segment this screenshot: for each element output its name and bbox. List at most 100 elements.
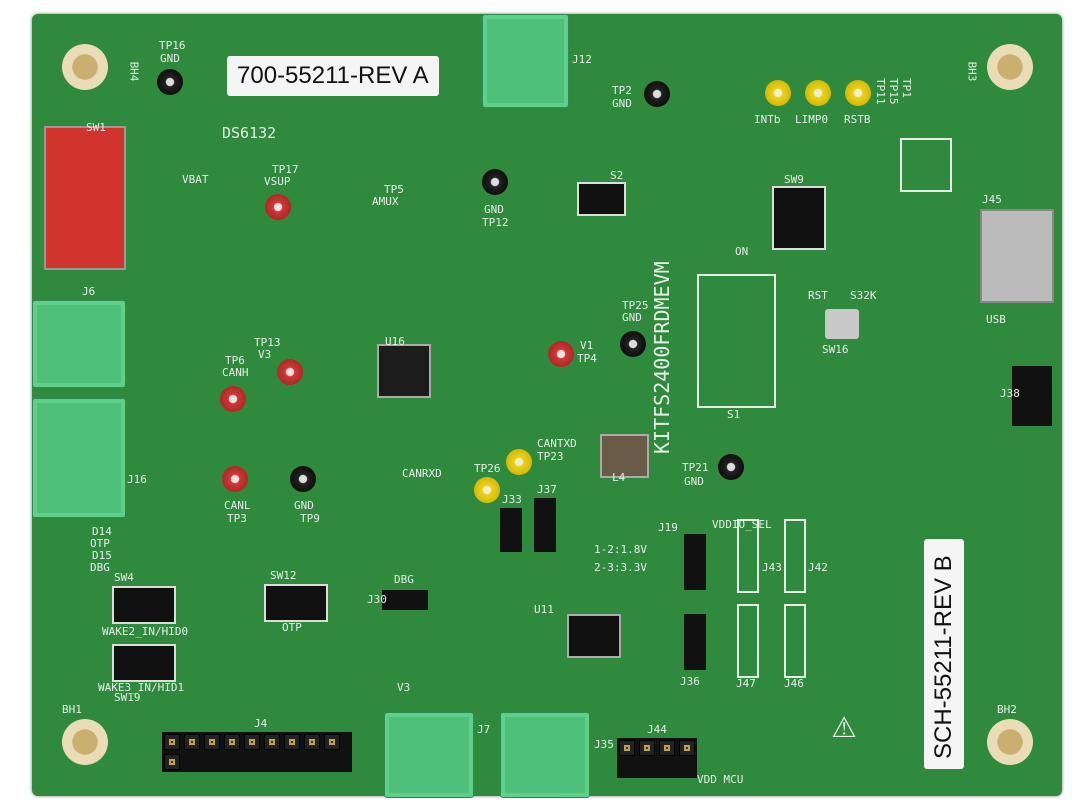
tp9-name: TP9 <box>300 512 320 525</box>
jumper-j37[interactable] <box>534 498 556 552</box>
tp1-label: RSTB <box>844 113 871 126</box>
option-1-label: 1-2:1.8V <box>594 543 647 556</box>
s2-label: S2 <box>610 169 624 182</box>
terminal-j12 <box>482 14 569 108</box>
j45-label: J45 <box>982 193 1002 206</box>
tp16-label: GND <box>160 52 180 65</box>
usb-connector[interactable] <box>980 209 1054 303</box>
d15-label: D15 <box>92 549 112 562</box>
j43-label: J43 <box>762 561 782 574</box>
dbg-led-label: DBG <box>90 561 110 574</box>
tp26-label: CANRXD <box>402 467 442 480</box>
j19-label: J19 <box>658 521 678 534</box>
dip-switch-s2[interactable] <box>577 182 626 216</box>
tp9-label: GND <box>294 499 314 512</box>
tp13-label: V3 <box>258 348 272 361</box>
tp15-label: LIMP0 <box>795 113 829 126</box>
header-j44[interactable] <box>617 738 697 778</box>
dip-switch-sw9[interactable] <box>772 186 826 250</box>
j35-label: J35 <box>594 738 614 751</box>
tp26-name: TP26 <box>474 462 501 475</box>
j4-label: J4 <box>254 717 268 730</box>
usb-label: USB <box>986 313 1006 326</box>
jumper-j19[interactable] <box>684 534 706 590</box>
power-switch-sw1[interactable] <box>44 126 126 270</box>
bh1-label: BH1 <box>62 703 82 716</box>
tp21-label: GND <box>684 475 704 488</box>
test-point-tp1[interactable] <box>845 80 871 106</box>
terminal-j7 <box>384 712 474 798</box>
jumper-j36[interactable] <box>684 614 706 670</box>
part-number: DS6132 <box>222 124 277 142</box>
tp5-name: TP5 <box>384 183 404 196</box>
test-point-tp6[interactable] <box>220 386 246 412</box>
side-label: SCH-55211-REV B <box>924 539 964 769</box>
sw1-label: SW1 <box>86 121 106 134</box>
jumper-j33[interactable] <box>500 508 522 552</box>
tp4-name: TP4 <box>577 352 597 365</box>
dbg-label: DBG <box>394 573 414 586</box>
sw19-label: SW19 <box>114 691 141 704</box>
footprint-s1 <box>697 274 776 408</box>
v3-led-label: V3 <box>397 681 411 694</box>
test-point-tp15[interactable] <box>805 80 831 106</box>
tp23-label: CANTXD <box>537 437 577 450</box>
test-point-tp13[interactable] <box>277 359 303 385</box>
weee-bin-icon <box>900 138 952 192</box>
reset-button-sw16[interactable] <box>825 309 859 339</box>
mounting-hole-bh4 <box>62 44 108 90</box>
tp2-label: GND <box>612 97 632 110</box>
test-point-tp2[interactable] <box>644 81 670 107</box>
u16-label: U16 <box>385 335 405 348</box>
j7-label: J7 <box>477 723 491 736</box>
jumper-j30[interactable] <box>382 590 428 610</box>
test-point-tp21[interactable] <box>718 454 744 480</box>
tp21-name: TP21 <box>682 461 709 474</box>
sw12-label: SW12 <box>270 569 297 582</box>
tp5-label: AMUX <box>372 195 399 208</box>
tp1-name: TP1 <box>900 78 913 98</box>
test-point-tp17[interactable] <box>265 194 291 220</box>
test-point-tp11[interactable] <box>765 80 791 106</box>
tp11-name: TP11 <box>874 78 887 105</box>
mounting-hole-bh3 <box>987 44 1033 90</box>
esd-warning-icon: ⚠ <box>832 701 857 747</box>
test-point-tp4[interactable] <box>548 341 574 367</box>
vdd-mcu-label: VDD MCU <box>697 773 744 786</box>
header-j38[interactable] <box>1012 366 1052 426</box>
sw16-label: SW16 <box>822 343 849 356</box>
switch-sw12[interactable] <box>264 584 328 622</box>
otp-led-label: OTP <box>90 537 110 550</box>
sw12-function: OTP <box>282 621 302 634</box>
test-point-tp9[interactable] <box>290 466 316 492</box>
tp17-name: TP17 <box>272 163 299 176</box>
header-j43[interactable] <box>737 519 759 593</box>
test-point-tp16[interactable] <box>157 69 183 95</box>
test-point-tp26[interactable] <box>474 477 500 503</box>
bh4-label: BH4 <box>127 61 141 82</box>
j12-label: J12 <box>572 53 592 66</box>
tp3-name: TP3 <box>227 512 247 525</box>
header-j46[interactable] <box>784 604 806 678</box>
tp11-label: INTb <box>754 113 781 126</box>
test-point-tp12[interactable] <box>482 169 508 195</box>
test-point-tp25[interactable] <box>620 331 646 357</box>
switch-sw19[interactable] <box>112 644 176 682</box>
test-point-tp3[interactable] <box>222 466 248 492</box>
sw4-label: SW4 <box>114 571 134 584</box>
j6-label: J6 <box>82 285 96 298</box>
ic-u16 <box>377 344 431 398</box>
on-label: ON <box>735 245 749 258</box>
j42-label: J42 <box>808 561 828 574</box>
header-j4[interactable] <box>162 732 352 772</box>
switch-sw4[interactable] <box>112 586 176 624</box>
j46-label: J46 <box>784 677 804 690</box>
tp6-name: TP6 <box>225 354 245 367</box>
j16-label: J16 <box>127 473 147 486</box>
bh3-label: BH3 <box>965 61 979 82</box>
header-j47[interactable] <box>737 604 759 678</box>
sw4-function: WAKE2_IN/HID0 <box>102 625 189 638</box>
header-j42[interactable] <box>784 519 806 593</box>
tp2-name: TP2 <box>612 84 632 97</box>
test-point-tp23[interactable] <box>506 449 532 475</box>
